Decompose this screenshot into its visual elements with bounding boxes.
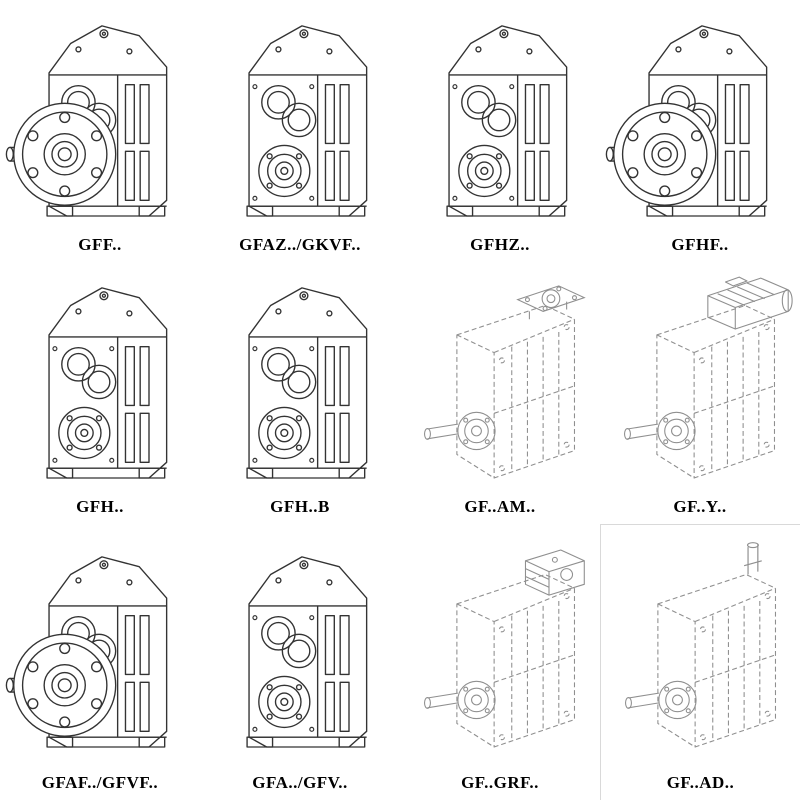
catalog-cell-gfhf: GFHF.. xyxy=(600,0,800,262)
gearbox-drawing-hollow-bore xyxy=(200,0,400,235)
model-label: GFAF../GFVF.. xyxy=(41,773,159,792)
gearbox-drawing-hollow-bore xyxy=(400,0,600,235)
model-label: GFF.. xyxy=(78,235,122,254)
model-label: GFHF.. xyxy=(671,235,729,254)
catalog-cell-gfaf: GFAF../GFVF.. xyxy=(0,524,200,800)
catalog-cell-gf-y: GF..Y.. xyxy=(600,262,800,524)
gearbox-drawing-dashed-motor-flange xyxy=(400,262,600,497)
model-label: GF..GRF.. xyxy=(461,773,539,792)
gearbox-drawing-flange-output xyxy=(600,0,800,235)
model-label: GFH.. xyxy=(76,497,124,516)
catalog-cell-gfaz: GFAZ../GKVF.. xyxy=(200,0,400,262)
catalog-cell-gf-am: GF..AM.. xyxy=(400,262,600,524)
catalog-cell-gff: GFF.. xyxy=(0,0,200,262)
model-label: GFAZ../GKVF.. xyxy=(239,235,361,254)
gearbox-drawing-hollow-bore xyxy=(0,262,200,497)
catalog-cell-gfh: GFH.. xyxy=(0,262,200,524)
gearbox-drawing-flange-output xyxy=(0,524,200,773)
gearbox-drawing-dashed-input-shaft xyxy=(601,525,800,773)
catalog-cell-gf-ad: GF..AD.. xyxy=(600,524,800,800)
model-label: GF..Y.. xyxy=(673,497,727,516)
model-label: GFHZ.. xyxy=(470,235,530,254)
catalog-cell-gf-grf: GF..GRF.. xyxy=(400,524,600,800)
gearbox-drawing-hollow-bore xyxy=(200,262,400,497)
model-label: GF..AD.. xyxy=(666,773,735,792)
model-label: GF..AM.. xyxy=(464,497,536,516)
model-label: GFA../GFV.. xyxy=(252,773,348,792)
catalog-cell-gfhz: GFHZ.. xyxy=(400,0,600,262)
model-label: GFH..B xyxy=(270,497,330,516)
gearbox-drawing-dashed-input-gear-unit xyxy=(400,524,600,773)
gearbox-drawing-hollow-bore xyxy=(200,524,400,773)
catalog-cell-gfa: GFA../GFV.. xyxy=(200,524,400,800)
catalog-cell-gfh-b: GFH..B xyxy=(200,262,400,524)
gearbox-drawing-dashed-with-motor xyxy=(600,262,800,497)
gearbox-drawing-flange-output xyxy=(0,0,200,235)
